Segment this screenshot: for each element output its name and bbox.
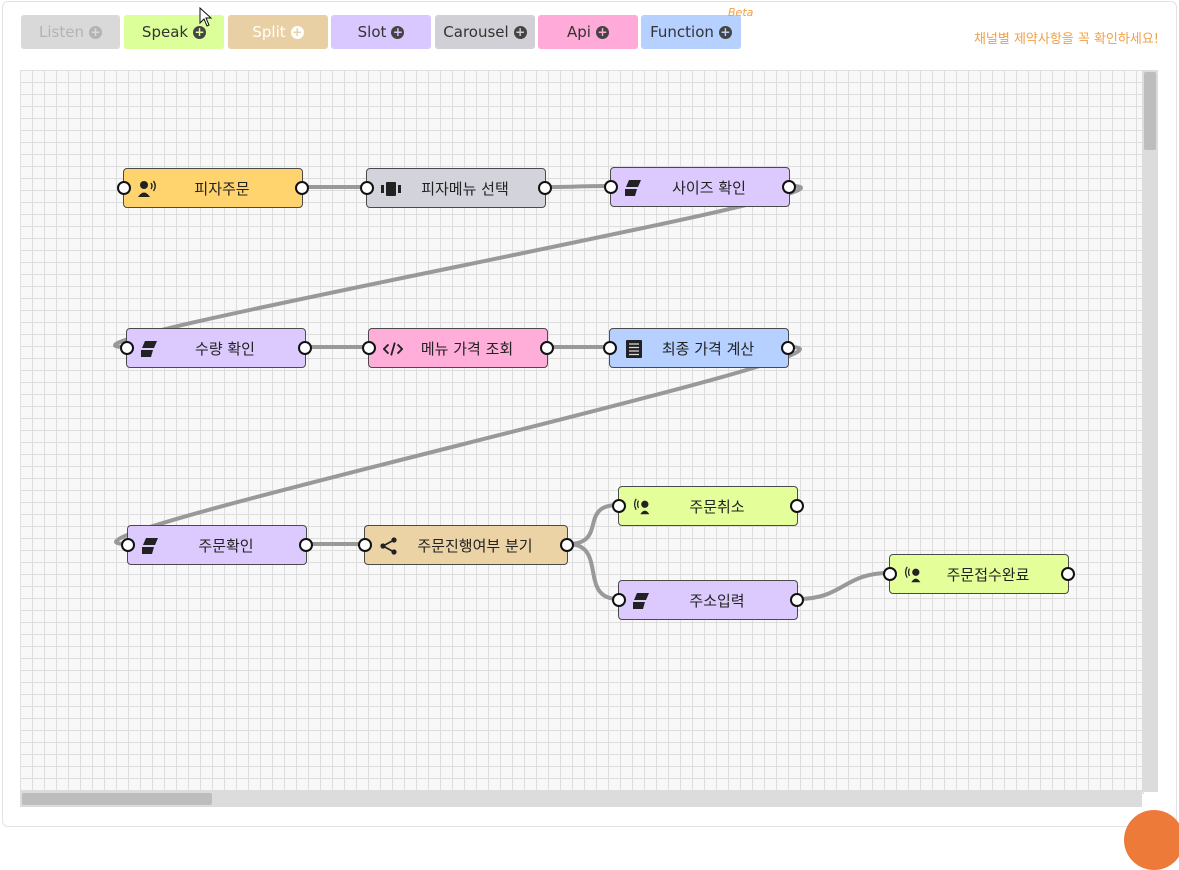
output-port[interactable] [560, 538, 574, 552]
add-slot-label: Slot [357, 23, 387, 41]
input-port[interactable] [612, 499, 626, 513]
output-port[interactable] [782, 180, 796, 194]
output-port[interactable] [299, 538, 313, 552]
input-port[interactable] [603, 341, 617, 355]
connection-wire[interactable] [797, 571, 890, 601]
add-listen-button[interactable]: Listen + [21, 15, 120, 49]
input-port[interactable] [883, 567, 897, 581]
help-fab-button[interactable] [1124, 810, 1179, 870]
connection-wire[interactable] [567, 503, 619, 546]
output-port[interactable] [538, 181, 552, 195]
slot-icon [625, 178, 645, 198]
input-port[interactable] [612, 593, 626, 607]
node-label: 주소입력 [689, 591, 745, 610]
slot-icon [141, 339, 161, 359]
carousel-icon [381, 179, 401, 199]
node-address-input[interactable]: 주소입력 [612, 580, 804, 620]
input-port[interactable] [360, 181, 374, 195]
node-label: 메뉴 가격 조회 [420, 339, 514, 358]
node-pizza-order[interactable]: 피자주문 [117, 168, 309, 208]
output-port[interactable] [790, 499, 804, 513]
input-port[interactable] [362, 341, 376, 355]
node-quantity-check[interactable]: 수량 확인 [120, 328, 312, 368]
node-label: 사이즈 확인 [672, 178, 746, 197]
node-pizza-menu[interactable]: 피자메뉴 선택 [360, 168, 552, 208]
input-port[interactable] [117, 181, 131, 195]
node-label: 주문취소 [689, 497, 745, 516]
node-order-branch[interactable]: 주문진행여부 분기 [358, 525, 574, 565]
mouse-cursor-icon [199, 7, 213, 27]
plus-circle-icon: + [290, 25, 304, 39]
node-label: 최종 가격 계산 [661, 339, 755, 358]
node-order-cancel[interactable]: 주문취소 [612, 486, 804, 526]
add-carousel-label: Carousel [443, 23, 509, 41]
speak-icon [633, 497, 653, 517]
output-port[interactable] [298, 341, 312, 355]
add-carousel-button[interactable]: Carousel + [435, 15, 535, 49]
output-port[interactable] [781, 341, 795, 355]
node-label: 수량 확인 [195, 339, 255, 358]
channel-notice[interactable]: 채널별 제약사항을 꼭 확인하세요! [973, 32, 1159, 47]
node-final-price-calc[interactable]: 최종 가격 계산 [603, 328, 795, 368]
listen-icon [138, 179, 158, 199]
input-port[interactable] [120, 341, 134, 355]
horizontal-scrollbar[interactable] [20, 791, 1142, 807]
node-order-complete[interactable]: 주문접수완료 [883, 554, 1075, 594]
plus-circle-icon: + [718, 25, 732, 39]
node-label: 주문확인 [198, 536, 254, 555]
node-size-check[interactable]: 사이즈 확인 [604, 167, 796, 207]
connection-wire[interactable] [545, 184, 611, 189]
horizontal-scroll-thumb[interactable] [22, 793, 212, 805]
add-listen-label: Listen [39, 23, 84, 41]
vertical-scrollbar[interactable] [1142, 70, 1158, 792]
output-port[interactable] [295, 181, 309, 195]
code-icon [383, 339, 403, 359]
node-label: 주문접수완료 [946, 565, 1030, 584]
add-split-label: Split [252, 23, 286, 41]
input-port[interactable] [358, 538, 372, 552]
output-port[interactable] [1061, 567, 1075, 581]
add-speak-label: Speak [141, 23, 189, 41]
document-icon [624, 339, 644, 359]
add-function-label: Function [650, 23, 714, 41]
plus-circle-icon: + [88, 25, 102, 39]
plus-circle-icon: + [513, 25, 527, 39]
input-port[interactable] [604, 180, 618, 194]
node-label: 주문진행여부 분기 [417, 536, 533, 555]
add-api-button[interactable]: Api + [538, 15, 638, 49]
output-port[interactable] [540, 341, 554, 355]
add-function-button[interactable]: Function + [641, 15, 741, 49]
connection-wire[interactable] [113, 184, 803, 349]
add-split-button[interactable]: Split + [228, 15, 328, 49]
node-order-confirm[interactable]: 주문확인 [121, 525, 313, 565]
plus-circle-icon: + [595, 25, 609, 39]
node-label: 피자메뉴 선택 [421, 179, 509, 198]
plus-circle-icon: + [193, 25, 207, 39]
share-icon [379, 536, 399, 556]
add-slot-button[interactable]: Slot + [331, 15, 431, 49]
add-api-label: Api [567, 23, 591, 41]
node-label: 피자주문 [194, 179, 250, 198]
node-menu-price-lookup[interactable]: 메뉴 가격 조회 [362, 328, 554, 368]
slot-icon [142, 536, 162, 556]
connection-wire[interactable] [567, 542, 619, 601]
speak-icon [904, 565, 924, 585]
flow-canvas[interactable]: 피자주문 피자메뉴 선택 사이즈 확인 수량 확인 메뉴 가격 조회 [20, 70, 1144, 794]
input-port[interactable] [121, 538, 135, 552]
plus-circle-icon: + [391, 25, 405, 39]
beta-badge: Beta [728, 6, 754, 19]
vertical-scroll-thumb[interactable] [1144, 72, 1156, 150]
slot-icon [633, 591, 653, 611]
output-port[interactable] [790, 593, 804, 607]
